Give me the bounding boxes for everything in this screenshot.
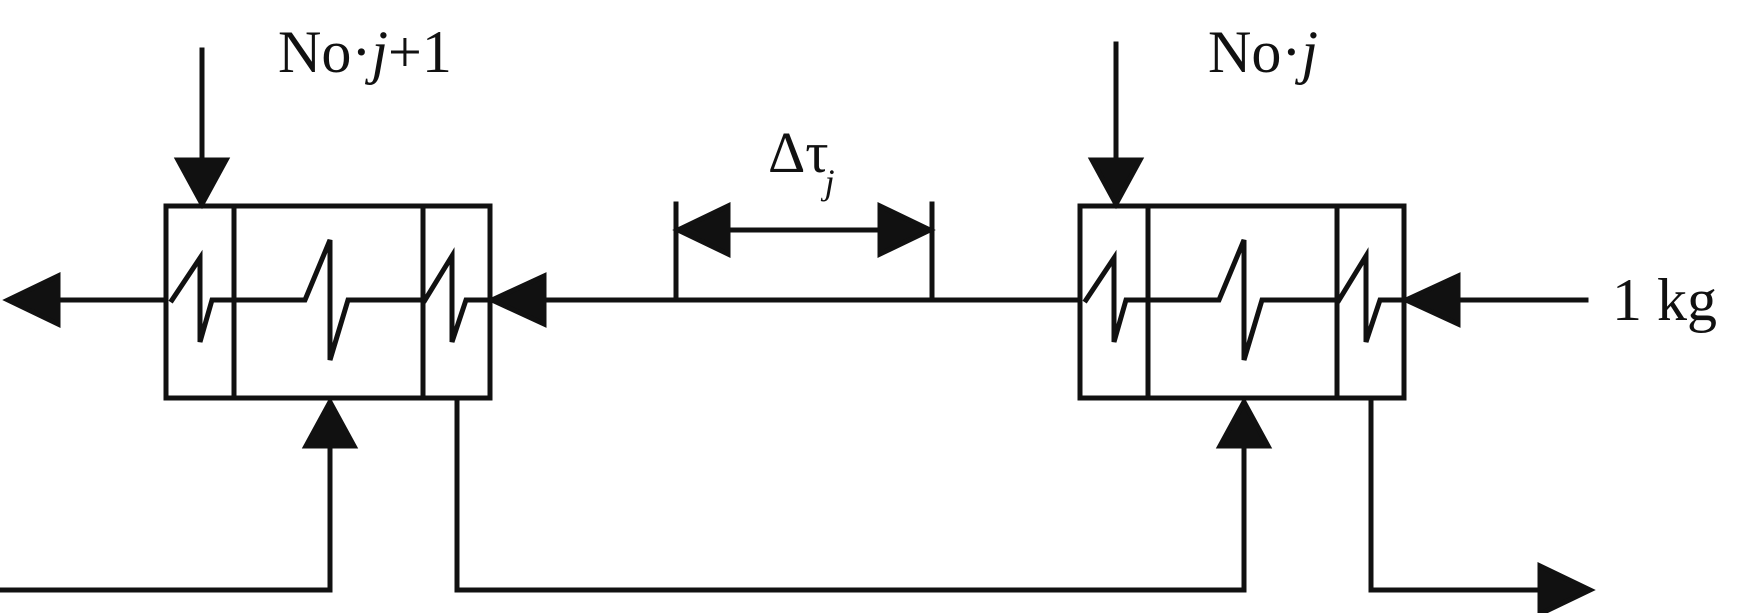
stage-right-label-var: j [1301,19,1318,85]
interval-label: Δτj [768,124,839,201]
stage-left-drain-inlet-arrowhead [301,396,359,449]
feedwater-inlet-arrowhead [1400,272,1461,328]
interval-label-subscript: j [824,162,835,202]
stage-left-steam-inlet-arrowhead [173,157,231,210]
interval-dimension [672,201,936,301]
stage-left-label-suffix: +1 [387,19,452,85]
stage-right-zigzag-3 [1335,247,1405,343]
drain-right-outlet-arrowhead [1537,562,1596,613]
feedwater-line [2,272,1589,328]
drain-right-outlet-line [1368,397,1543,593]
feedwater-transfer-arrowhead [486,272,547,328]
stage-right-drain-inlet-arrowhead [1215,396,1273,449]
stage-left [163,47,493,593]
stage-right [1077,41,1407,593]
stage-left-label-var: j [371,19,388,85]
stage-left-zigzag-2 [233,239,424,361]
feedwater-outlet-arrowhead [2,272,61,328]
stage-right-label: No·j [1208,22,1318,82]
stage-left-label-prefix: No· [278,19,372,85]
stage-right-steam-inlet-arrowhead [1087,157,1145,210]
stage-left-zigzag-1 [168,249,235,343]
interval-arrowhead-right [877,202,936,258]
stage-left-zigzag-3 [421,247,491,343]
drain-cascade-line [454,397,1247,593]
drain-lines [0,397,1596,613]
interval-arrowhead-left [672,202,731,258]
interval-label-symbol: Δτ [768,120,829,185]
stage-left-label: No·j+1 [278,22,452,82]
stage-right-zigzag-2 [1147,239,1338,361]
stage-right-zigzag-1 [1082,249,1149,343]
mass-label: 1 kg [1612,267,1717,333]
stage-right-label-prefix: No· [1208,19,1302,85]
